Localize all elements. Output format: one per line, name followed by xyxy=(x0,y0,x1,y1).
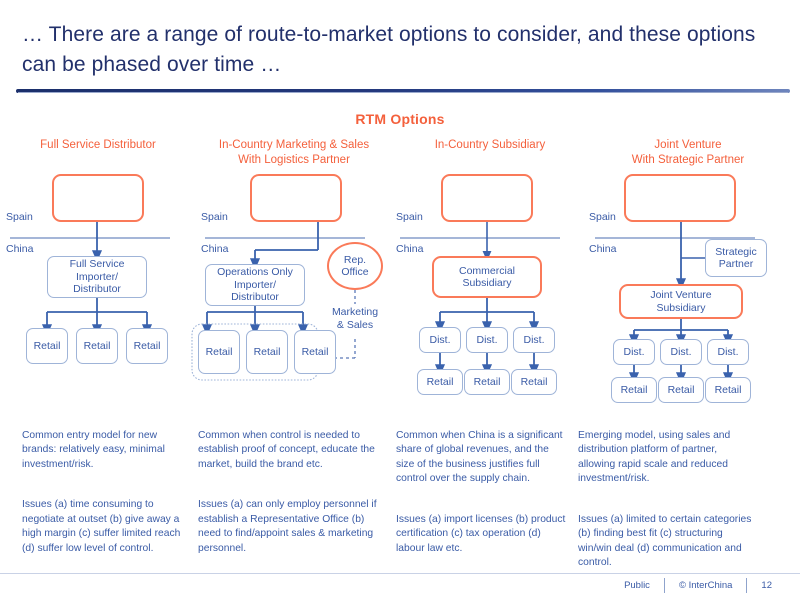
description-col4: Emerging model, using sales and distribu… xyxy=(578,414,756,586)
description-col4-para2: Issues (a) limited to certain categories… xyxy=(578,513,752,569)
description-col4-para1: Emerging model, using sales and distribu… xyxy=(578,429,731,485)
column-2: In-Country Marketing & Sales With Logist… xyxy=(196,138,392,167)
node-retail-col4-1[interactable]: Retail xyxy=(611,377,657,403)
node-dist-col4-1[interactable]: Dist. xyxy=(613,339,655,365)
description-col1-para1: Common entry model for new brands: relat… xyxy=(22,429,165,470)
description-col2: Common when control is needed to establi… xyxy=(198,414,378,571)
footer-separator-2 xyxy=(746,578,748,593)
rtm-diagram: Spain China Full Service Importer/ Distr… xyxy=(0,172,800,404)
node-retail-col1-1[interactable]: Retail xyxy=(26,328,68,364)
node-retail-col1-2[interactable]: Retail xyxy=(76,328,118,364)
description-col2-para1: Common when control is needed to establi… xyxy=(198,429,375,470)
footer-classification: Public xyxy=(624,580,650,591)
node-joint-venture-subsidiary[interactable]: Joint Venture Subsidiary xyxy=(619,284,743,319)
column-header-in-country-subsidiary: In-Country Subsidiary xyxy=(434,139,546,151)
node-full-service-importer-distributor[interactable]: Full Service Importer/ Distributor xyxy=(47,256,147,298)
geo-label-spain-col3: Spain xyxy=(396,211,423,223)
column-header-joint-venture: Joint Venture With Strategic Partner xyxy=(631,139,745,166)
hq-box-col2[interactable] xyxy=(250,174,342,222)
description-col2-para2: Issues (a) can only employ personnel if … xyxy=(198,499,377,554)
column-header-in-country-marketing-sales: In-Country Marketing & Sales With Logist… xyxy=(218,139,370,166)
footer-divider xyxy=(0,573,800,574)
description-col1-para2: Issues (a) time consuming to negotiate a… xyxy=(22,499,181,554)
node-retail-col2-1[interactable]: Retail xyxy=(198,330,240,374)
column-1: Full Service Distributor xyxy=(0,138,196,153)
footer-copyright: © InterChina xyxy=(678,580,733,591)
node-dist-col4-2[interactable]: Dist. xyxy=(660,339,702,365)
node-operations-only-importer-distributor[interactable]: Operations Only Importer/ Distributor xyxy=(205,264,305,306)
node-strategic-partner[interactable]: Strategic Partner xyxy=(705,239,767,277)
node-retail-col3-3[interactable]: Retail xyxy=(511,369,557,395)
footer-separator-1 xyxy=(663,578,665,593)
page-title: … There are a range of route-to-market o… xyxy=(22,23,756,76)
title-divider xyxy=(16,89,790,93)
geo-label-spain-col2: Spain xyxy=(201,211,228,223)
footer: Public © InterChina 12 xyxy=(610,578,786,593)
column-header-full-service-distributor: Full Service Distributor xyxy=(40,139,156,151)
node-retail-col1-3[interactable]: Retail xyxy=(126,328,168,364)
node-commercial-subsidiary[interactable]: Commercial Subsidiary xyxy=(432,256,542,298)
geo-label-china-col4: China xyxy=(589,243,617,255)
node-retail-col2-2[interactable]: Retail xyxy=(246,330,288,374)
geo-label-spain-col1: Spain xyxy=(6,211,33,223)
hq-box-col1[interactable] xyxy=(52,174,144,222)
geo-label-spain-col4: Spain xyxy=(589,211,616,223)
node-retail-col4-3[interactable]: Retail xyxy=(705,377,751,403)
geo-label-china-col3: China xyxy=(396,243,424,255)
connector-label-marketing-sales: Marketing & Sales xyxy=(331,306,379,331)
description-col3-para2: Issues (a) import licenses (b) product c… xyxy=(396,513,566,554)
geo-label-china-col2: China xyxy=(201,243,229,255)
column-4: Joint Venture With Strategic Partner xyxy=(590,138,786,167)
node-retail-col2-3[interactable]: Retail xyxy=(294,330,336,374)
description-col3: Common when China is a significant share… xyxy=(396,414,566,571)
description-col1: Common entry model for new brands: relat… xyxy=(22,414,188,571)
node-dist-col4-3[interactable]: Dist. xyxy=(707,339,749,365)
node-retail-col3-1[interactable]: Retail xyxy=(417,369,463,395)
node-rep-office[interactable]: Rep. Office xyxy=(327,242,383,290)
node-retail-col4-2[interactable]: Retail xyxy=(658,377,704,403)
footer-page-number: 12 xyxy=(761,580,772,591)
node-retail-col3-2[interactable]: Retail xyxy=(464,369,510,395)
section-heading: RTM Options xyxy=(355,111,445,127)
node-dist-col3-1[interactable]: Dist. xyxy=(419,327,461,353)
hq-box-col4[interactable] xyxy=(624,174,736,222)
node-dist-col3-3[interactable]: Dist. xyxy=(513,327,555,353)
node-dist-col3-2[interactable]: Dist. xyxy=(466,327,508,353)
hq-box-col3[interactable] xyxy=(441,174,533,222)
column-3: In-Country Subsidiary xyxy=(392,138,588,153)
description-col3-para1: Common when China is a significant share… xyxy=(396,429,563,485)
geo-label-china-col1: China xyxy=(6,243,34,255)
